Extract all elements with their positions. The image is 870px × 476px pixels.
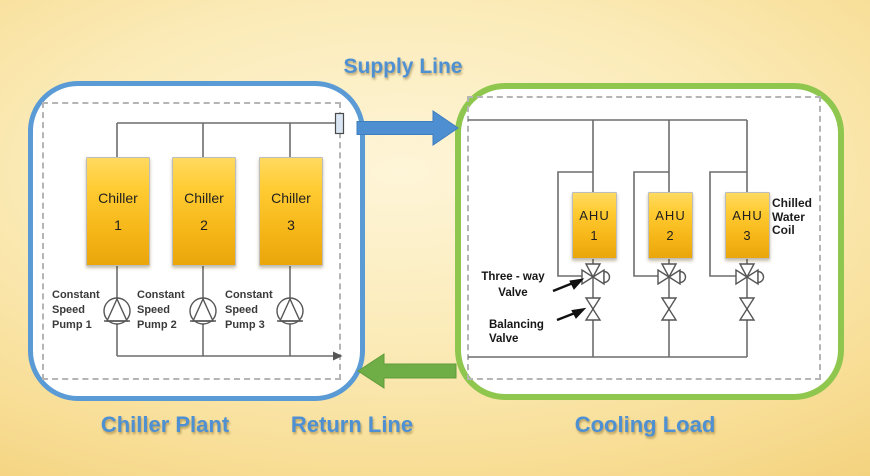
- return-pipe-arrowhead-icon: [333, 351, 343, 361]
- chiller-3-box: Chiller 3: [259, 157, 323, 266]
- chilled-water-coil-label: Chilled Water Coil: [772, 196, 813, 237]
- balancing-valve-icon-1: [584, 297, 602, 321]
- chiller-plant-title: Chiller Plant: [100, 412, 230, 437]
- ahu-1-number: 1: [590, 228, 599, 243]
- ahu-2-box: AHU 2: [648, 192, 693, 259]
- pump-icon-3: [276, 297, 304, 325]
- ahu-3-box: AHU 3: [725, 192, 770, 259]
- ahu-2-label: AHU: [655, 208, 686, 223]
- ahu-3-number: 3: [743, 228, 752, 243]
- return-arrow-icon: [357, 353, 457, 389]
- balancing-valve-icon-2: [660, 297, 678, 321]
- chiller-1-number: 1: [114, 217, 122, 233]
- three-way-valve-icon-3: [735, 263, 765, 286]
- chiller-2-box: Chiller 2: [172, 157, 236, 266]
- balancing-valve-icon-3: [738, 297, 756, 321]
- cooling-load-title: Cooling Load: [574, 412, 716, 437]
- chiller-2-label: Chiller: [184, 190, 224, 206]
- return-line-title: Return Line: [290, 412, 414, 437]
- supply-line-title: Supply Line: [343, 55, 463, 78]
- three-way-pointer-arrow-icon: [552, 278, 585, 293]
- balancing-valve-label: Balancing Valve: [489, 319, 544, 345]
- ahu-1-label: AHU: [579, 208, 610, 223]
- chiller-3-label: Chiller: [271, 190, 311, 206]
- three-way-valve-label: Three - way Valve: [481, 271, 545, 299]
- pump-2-label: Constant Speed Pump 2: [137, 289, 185, 331]
- pump-icon-1: [103, 297, 131, 325]
- ahu-2-number: 2: [666, 228, 675, 243]
- ahu-3-label: AHU: [732, 208, 763, 223]
- balancing-pointer-arrow-icon: [556, 307, 587, 322]
- chiller-plant-boundary: [42, 102, 341, 380]
- pump-1-label: Constant Speed Pump 1: [52, 289, 100, 331]
- cooling-load-pipes: [468, 119, 748, 358]
- supply-connector-bracket-icon: [334, 112, 345, 135]
- chiller-3-number: 3: [287, 217, 295, 233]
- three-way-valve-icon-1: [581, 263, 611, 286]
- chiller-2-number: 2: [200, 217, 208, 233]
- ahu-1-box: AHU 1: [572, 192, 617, 259]
- cooling-load-boundary: [467, 96, 821, 380]
- pump-icon-2: [189, 297, 217, 325]
- pump-3-label: Constant Speed Pump 3: [225, 289, 273, 331]
- three-way-valve-icon-2: [657, 263, 687, 286]
- chiller-1-label: Chiller: [98, 190, 138, 206]
- supply-arrow-icon: [356, 110, 459, 146]
- chiller-plant-pipes: [116, 122, 336, 357]
- chiller-1-box: Chiller 1: [86, 157, 150, 266]
